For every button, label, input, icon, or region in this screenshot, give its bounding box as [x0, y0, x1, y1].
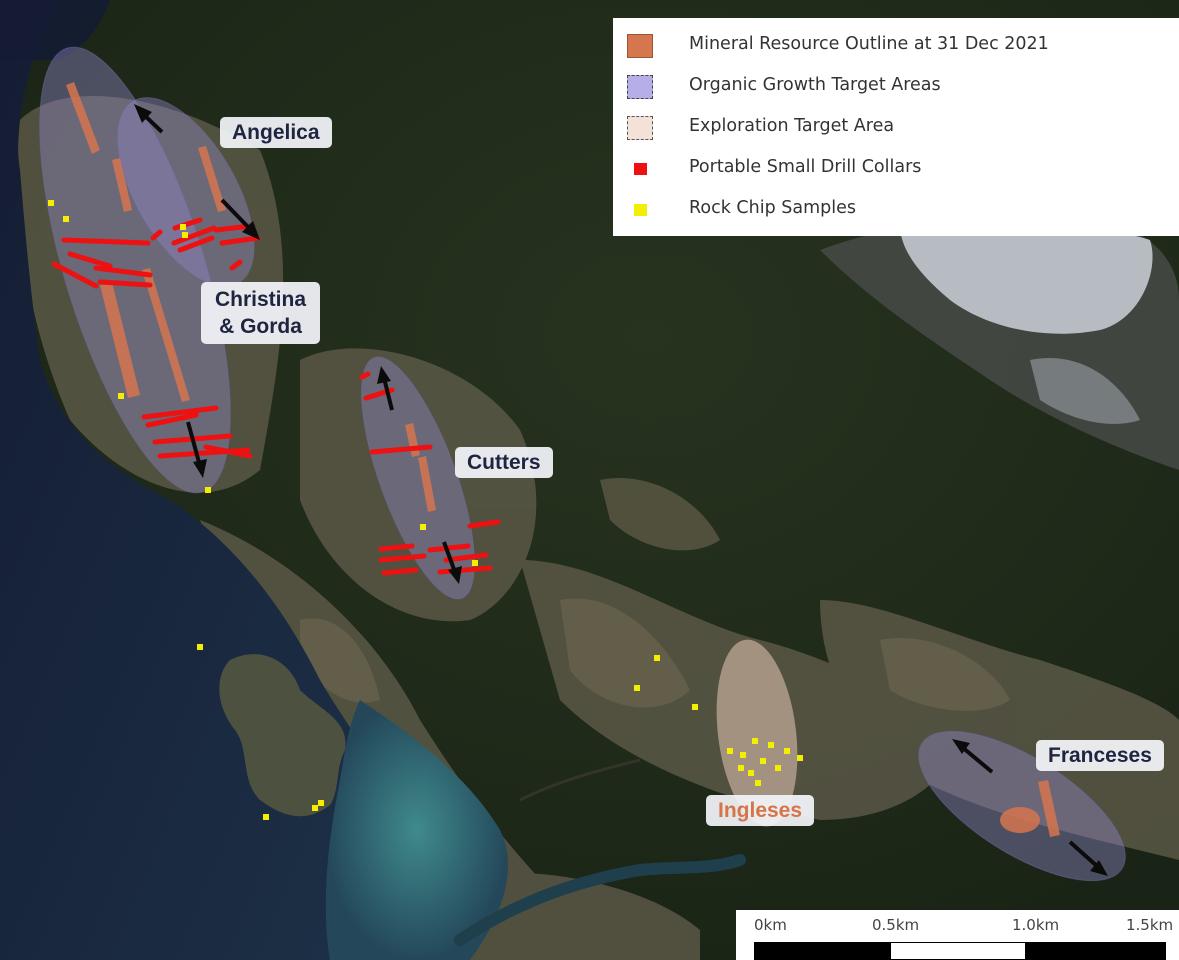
- legend-label: Exploration Target Area: [689, 116, 895, 136]
- arrow-icon: [442, 541, 462, 584]
- arrow-icon: [134, 104, 164, 134]
- scale-segment: [754, 942, 890, 960]
- extension-arrows: [134, 104, 1108, 876]
- rock-chip-samples: [48, 200, 803, 820]
- track: [519, 758, 641, 802]
- legend-item-rock-chip: Rock Chip Samples: [613, 192, 1173, 228]
- northern-bay: [0, 0, 110, 60]
- label-text: Christina: [215, 288, 307, 311]
- legend-item-mineral-resource: Mineral Resource Outline at 31 Dec 2021: [613, 28, 1173, 64]
- legend-label: Organic Growth Target Areas: [689, 75, 941, 95]
- arrow-icon: [377, 366, 394, 411]
- legend-label: Portable Small Drill Collars: [689, 157, 922, 177]
- mineral-resource-swatch-icon: [627, 34, 653, 58]
- island: [219, 654, 346, 817]
- cutters-target-area: [361, 356, 475, 600]
- label-text: Angelica: [232, 121, 320, 144]
- snow-cap: [900, 219, 1153, 334]
- river: [454, 854, 746, 946]
- label-text: & Gorda: [219, 315, 302, 338]
- mineral-resource-outlines: [66, 82, 1060, 837]
- scale-tick-label: 1.0km: [1012, 916, 1060, 934]
- legend-item-exploration-target: Exploration Target Area: [613, 110, 1173, 146]
- scale-tick-label: 1.5km: [1126, 916, 1174, 934]
- scale-segment: [890, 942, 1026, 960]
- scale-bar: 0km 0.5km 1.0km 1.5km: [736, 910, 1179, 960]
- organic-growth-swatch-icon: [627, 75, 653, 99]
- arrow-icon: [1068, 840, 1108, 876]
- drill-collar-swatch-icon: [634, 163, 647, 175]
- label-text: Franceses: [1048, 744, 1152, 767]
- label-text: Cutters: [467, 451, 541, 474]
- drill-collars: [51, 217, 501, 576]
- legend-label: Rock Chip Samples: [689, 198, 856, 218]
- label-christina-gorda: Christina & Gorda: [201, 282, 321, 344]
- label-angelica: Angelica: [220, 117, 332, 148]
- arrow-icon: [186, 421, 207, 478]
- map-legend: Mineral Resource Outline at 31 Dec 2021 …: [613, 18, 1179, 236]
- legend-label: Mineral Resource Outline at 31 Dec 2021: [689, 34, 1049, 54]
- label-cutters: Cutters: [455, 447, 553, 478]
- snow-patch: [1030, 358, 1140, 424]
- scale-tick-label: 0.5km: [872, 916, 920, 934]
- rock-chip-swatch-icon: [634, 204, 647, 216]
- label-ingleses: Ingleses: [706, 795, 815, 826]
- exploration-target-swatch-icon: [627, 116, 653, 140]
- legend-item-drill-collars: Portable Small Drill Collars: [613, 151, 1173, 187]
- scale-tick-label: 0km: [754, 916, 787, 934]
- scale-segment: [1026, 942, 1166, 960]
- bare-ground-patches: [300, 478, 1010, 711]
- arrow-icon: [952, 739, 994, 774]
- arrow-icon: [220, 198, 260, 240]
- shallow-bay: [325, 700, 509, 960]
- legend-item-organic-growth: Organic Growth Target Areas: [613, 69, 1173, 105]
- label-franceses: Franceses: [1036, 740, 1164, 771]
- ingleses-exploration-target-area: [716, 639, 798, 827]
- label-text: Ingleses: [718, 799, 803, 822]
